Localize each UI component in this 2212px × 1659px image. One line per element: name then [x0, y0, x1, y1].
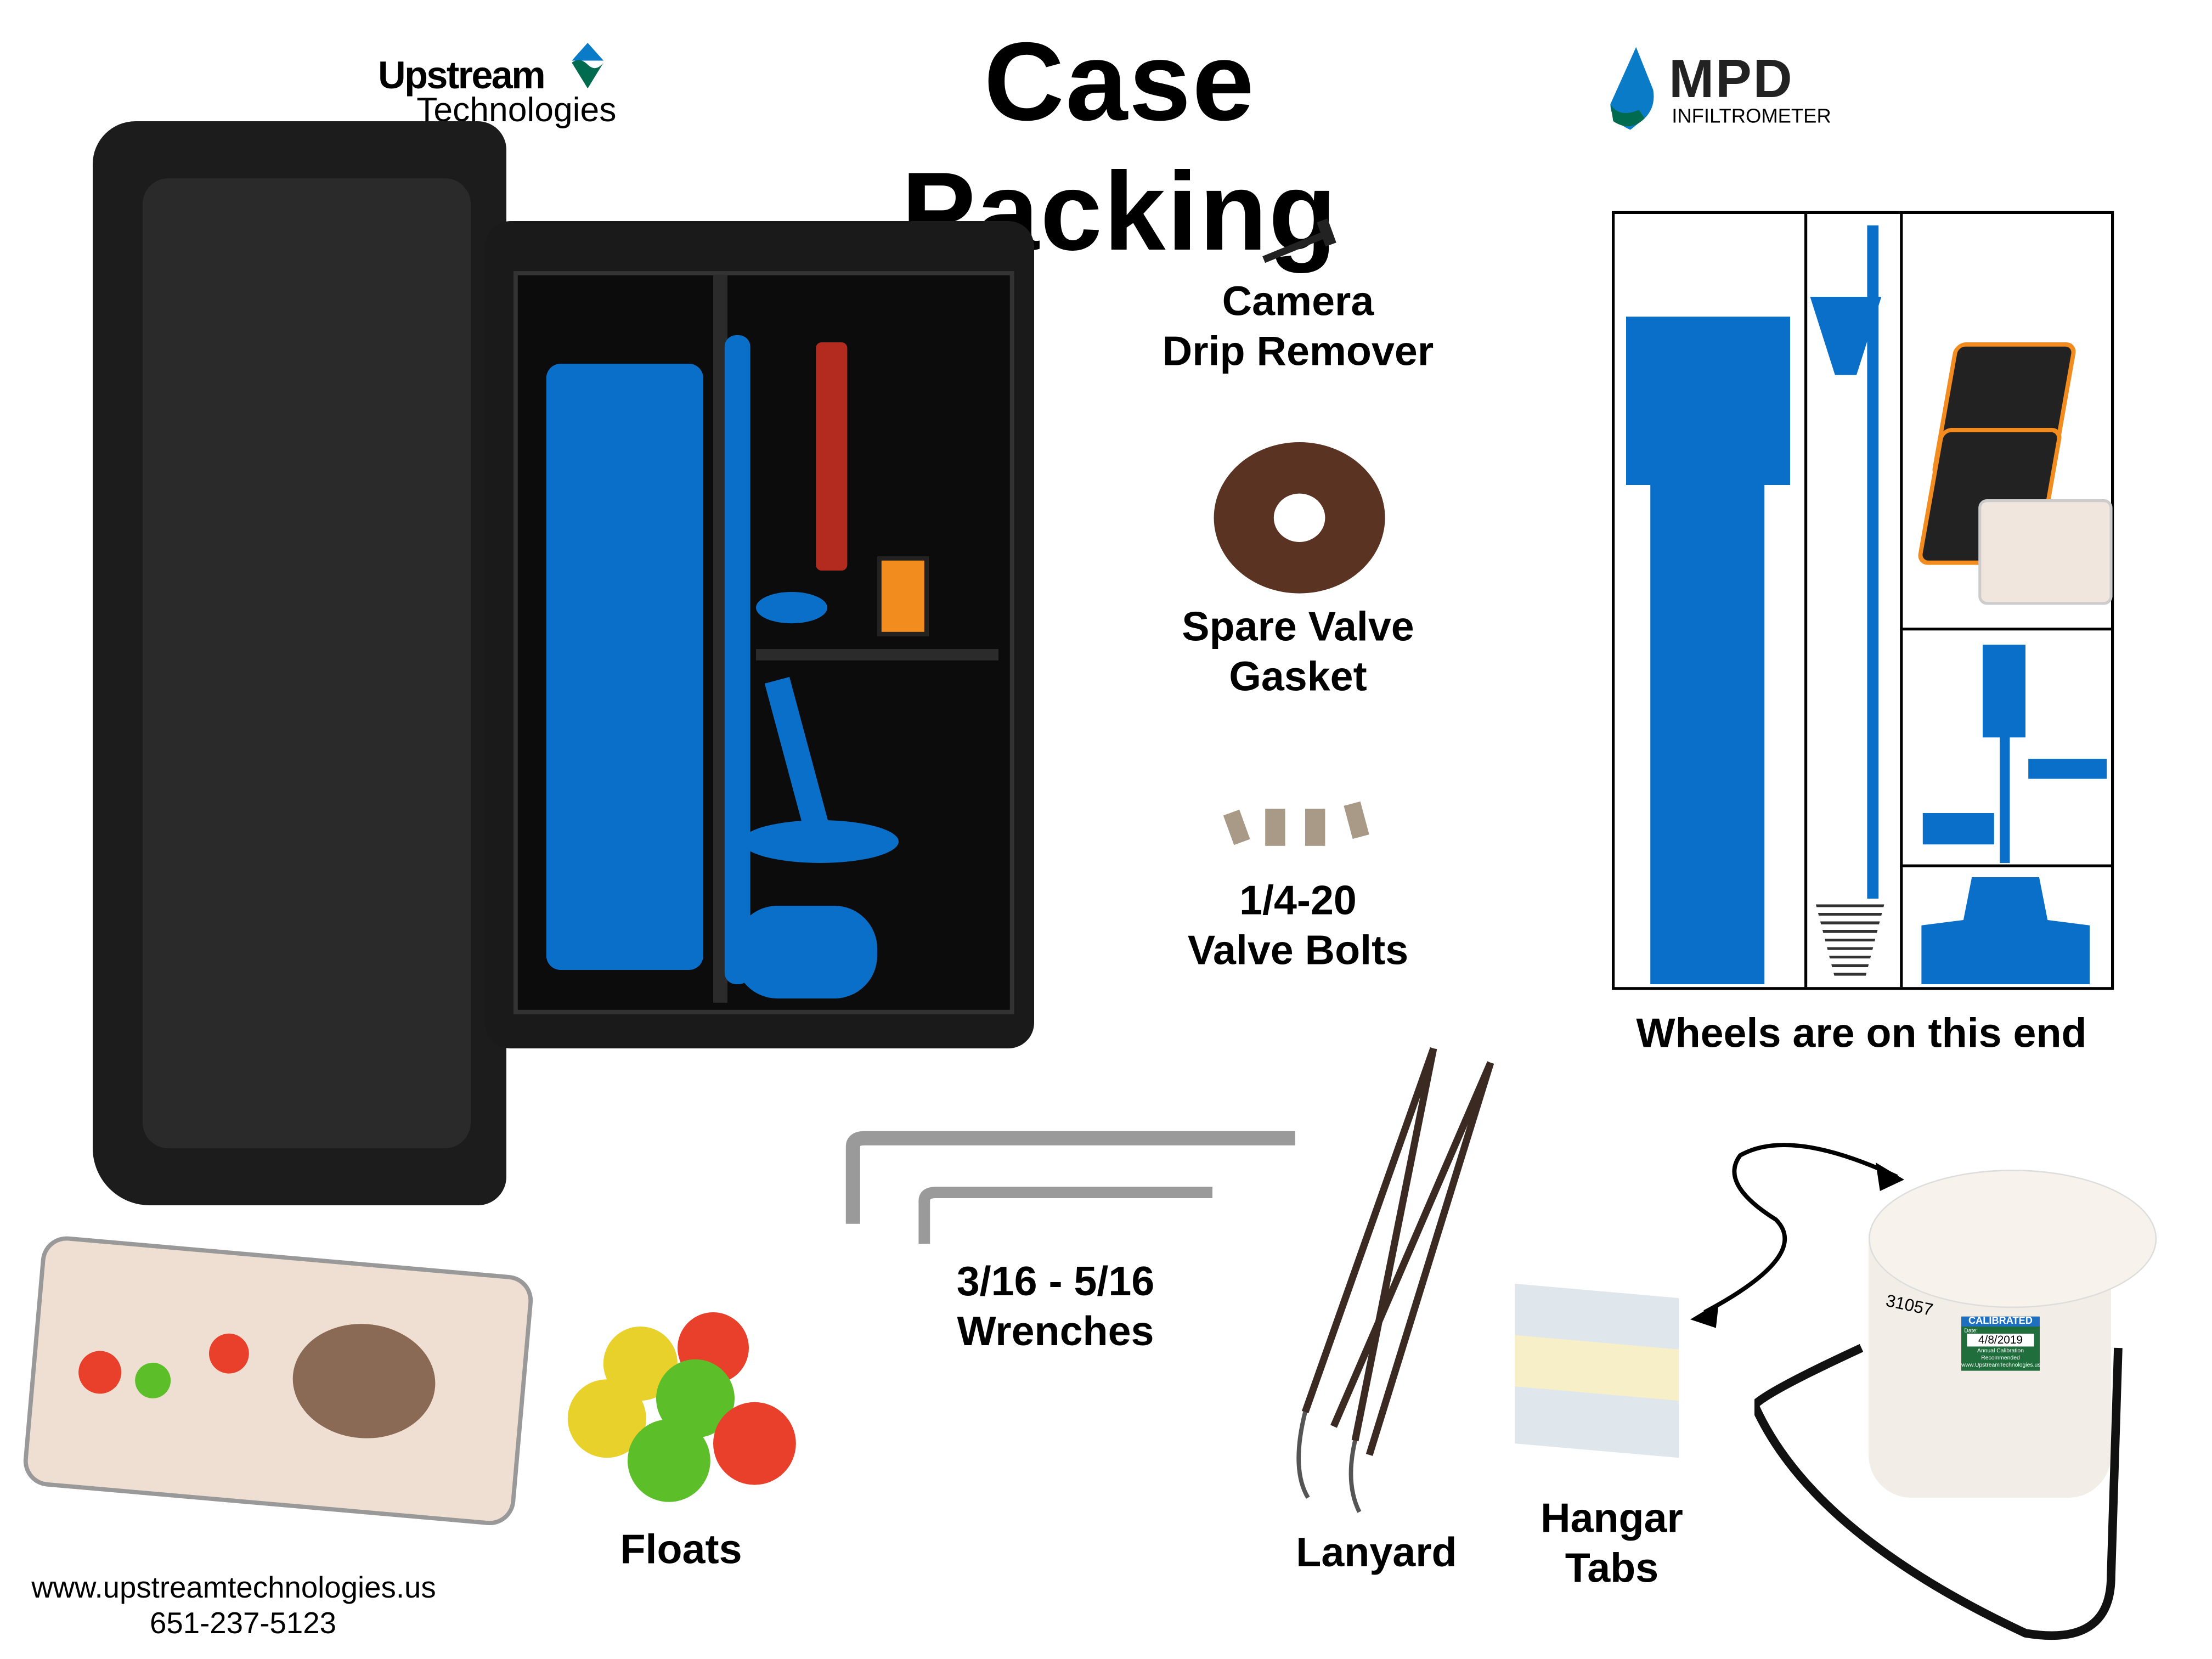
diagram-stand [1982, 645, 2025, 738]
wrenches-photo [845, 1131, 1295, 1244]
sticker-url: www.UpstreamTechnologies.us [1961, 1361, 2041, 1368]
upstream-diamond-icon [572, 43, 604, 89]
logo-infiltrometer-text: INFILTROMETER [1672, 104, 1831, 127]
logo-mpd-text: MPD [1669, 50, 1794, 110]
drip-remover-icon [1262, 218, 1336, 263]
float-box-photo [21, 1234, 535, 1527]
divider [756, 649, 998, 661]
hangar-tabs-line2: Tabs [1565, 1547, 1659, 1593]
diagram-rod [1867, 225, 1879, 910]
wrenches-line1: 3/16 - 5/16 [956, 1259, 1155, 1305]
lanyard-label: Lanyard [1296, 1530, 1457, 1576]
diagram-sensors [1916, 342, 2113, 605]
blue-valve [756, 592, 827, 624]
gasket-photo [1214, 442, 1385, 594]
hangar-tabs-line1: Hangar [1541, 1496, 1683, 1542]
water-drop-icon [1610, 47, 1654, 130]
footer-website: www.upstreamtechnologies.us [31, 1572, 436, 1605]
mpd-logo: MPD INFILTROMETER [1605, 47, 1854, 133]
blue-rod [724, 335, 751, 984]
drip-remover-line1: Camera [1222, 279, 1374, 325]
page-title: Case Packing [901, 18, 1338, 274]
diagram-stand-post [2000, 735, 2010, 863]
gasket-line2: Gasket [1229, 655, 1367, 701]
lanyard-photo [1296, 1047, 1494, 1513]
bolts-photo [1223, 801, 1369, 846]
floats-label: Floats [620, 1527, 742, 1573]
sticker-date: 4/8/2019 [1967, 1334, 2034, 1347]
bolts-line1: 1/4-20 [1239, 878, 1357, 924]
diagram-cylinder [1626, 317, 1790, 485]
arrow-icon [1690, 1143, 1904, 1328]
sticker-date-label: Date: [1964, 1327, 1978, 1334]
footer-phone: 651-237-5123 [150, 1607, 337, 1640]
blue-base [735, 906, 877, 998]
orange-sensor [877, 556, 929, 636]
diagram-cylinder-body [1650, 484, 1765, 984]
diagram-cone [1814, 899, 1886, 981]
calibrated-sticker: CALIBRATED Date: 4/8/2019 Annual Calibra… [1961, 1316, 2041, 1371]
diagram-valve [2028, 759, 2107, 779]
sticker-title: CALIBRATED [1961, 1316, 2040, 1327]
open-case-photo [86, 107, 1056, 1220]
packing-diagram [1612, 211, 2114, 990]
pipe-wrench [816, 342, 848, 571]
blue-disc [742, 820, 899, 863]
diagram-base [1921, 877, 2090, 984]
diagram-float-box [1978, 499, 2113, 605]
blue-cylinder [546, 364, 703, 970]
bolts-line2: Valve Bolts [1187, 929, 1409, 975]
diagram-plate [1922, 813, 1994, 845]
logo-upstream-text: Upstream [378, 54, 546, 97]
diagram-caption: Wheels are on this end [1636, 1011, 2087, 1057]
wrenches-line2: Wrenches [957, 1310, 1154, 1356]
hangar-tabs-photo [1515, 1283, 1679, 1458]
mpd-device-photo: 31057 CALIBRATED Date: 4/8/2019 Annual C… [1754, 1148, 2168, 1647]
upstream-logo: Upstream Technologies [378, 43, 620, 137]
drip-remover-line2: Drip Remover [1162, 330, 1434, 376]
gasket-line1: Spare Valve [1182, 605, 1414, 651]
floats-photo [563, 1305, 806, 1505]
device-strap [1754, 1344, 2123, 1640]
sticker-note: Annual Calibration Recommended [1977, 1346, 2024, 1361]
